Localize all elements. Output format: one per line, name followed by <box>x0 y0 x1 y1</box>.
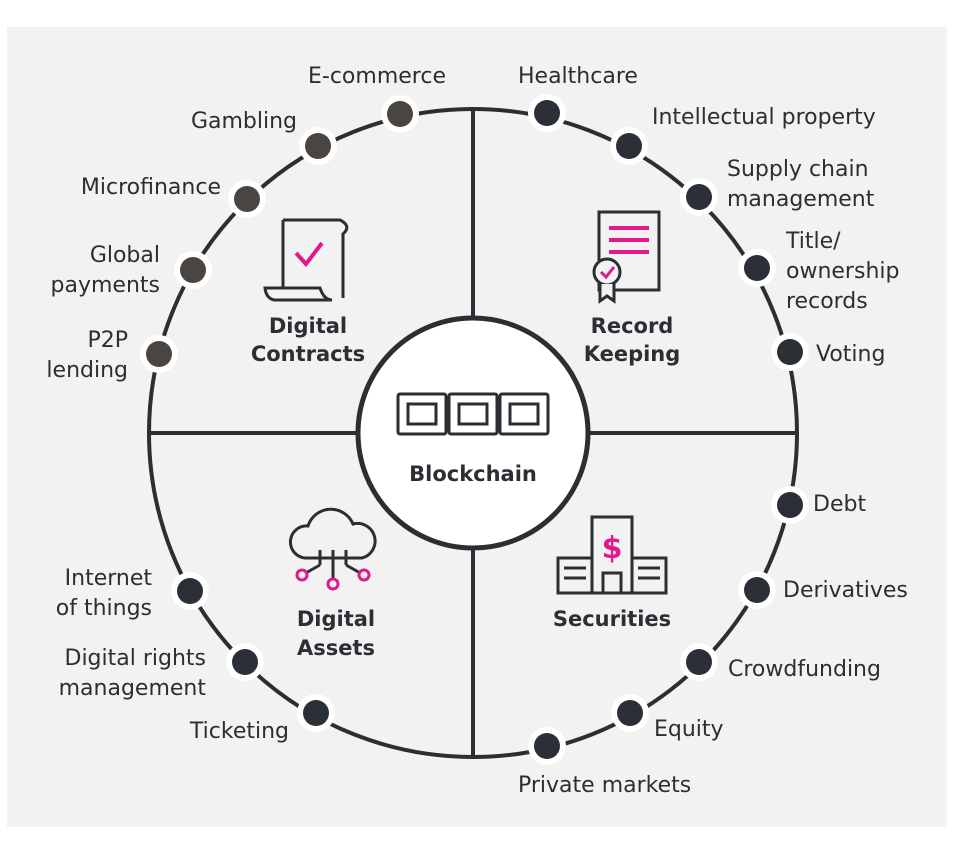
node-dot-private-markets <box>534 733 560 759</box>
node-dot-ecommerce <box>387 101 413 127</box>
certificate-icon <box>592 210 661 304</box>
quadrant-records-line2: Keeping <box>584 342 681 366</box>
node-dot-ip <box>616 133 642 159</box>
node-dot-derivatives <box>744 577 770 603</box>
node-dot-p2p <box>146 341 172 367</box>
center-label: Blockchain <box>409 462 537 486</box>
label-title-records-1: Title/ <box>785 229 841 254</box>
label-drm-2: management <box>59 676 207 701</box>
label-global-payments-2: payments <box>51 273 160 298</box>
label-supply-chain-2: management <box>727 187 875 212</box>
label-gambling: Gambling <box>191 109 297 134</box>
label-microfinance: Microfinance <box>81 175 221 200</box>
quadrant-contracts-line1: Digital <box>269 314 347 338</box>
label-private-markets: Private markets <box>518 773 691 798</box>
label-iot-1: Internet <box>65 566 153 591</box>
label-p2p-2: lending <box>46 358 128 383</box>
node-dot-debt <box>777 492 803 518</box>
node-dot-microfinance <box>234 186 260 212</box>
label-ticketing: Ticketing <box>189 719 289 744</box>
chain-links-icon <box>396 392 550 436</box>
quadrant-contracts-line2: Contracts <box>251 342 365 366</box>
label-healthcare: Healthcare <box>518 64 638 89</box>
label-voting: Voting <box>816 342 885 367</box>
node-dot-healthcare <box>534 100 560 126</box>
contract-scroll-icon <box>263 218 349 302</box>
bank-building-icon: $ <box>556 515 668 595</box>
ring-nodes <box>140 94 809 765</box>
label-p2p-1: P2P <box>87 328 128 353</box>
node-dot-ticketing <box>303 700 329 726</box>
label-drm-1: Digital rights <box>65 646 207 671</box>
label-title-records-2: ownership <box>786 259 899 284</box>
node-dot-equity <box>617 700 643 726</box>
cloud-network-icon <box>289 507 377 591</box>
label-supply-chain-1: Supply chain <box>727 157 869 182</box>
label-debt: Debt <box>813 492 866 517</box>
node-dot-crowdfunding <box>686 649 712 675</box>
quadrant-securities-label: Securities <box>553 607 671 631</box>
node-dot-global-payments <box>180 257 206 283</box>
quadrant-records-line1: Record <box>591 314 674 338</box>
node-labels: E-commerce Gambling Microfinance Global … <box>46 64 907 798</box>
label-global-payments-1: Global <box>90 243 160 268</box>
label-crowdfunding: Crowdfunding <box>728 657 881 682</box>
quadrant-assets-line2: Assets <box>297 636 375 660</box>
label-title-records-3: records <box>786 289 868 314</box>
label-equity: Equity <box>654 717 724 742</box>
svg-text:$: $ <box>602 531 623 566</box>
node-dot-supply-chain <box>686 184 712 210</box>
node-dot-iot <box>177 578 203 604</box>
label-iot-2: of things <box>56 596 152 621</box>
label-derivatives: Derivatives <box>783 578 908 603</box>
label-ip: Intellectual property <box>652 105 876 130</box>
node-dot-gambling <box>305 133 331 159</box>
node-dot-voting <box>777 339 803 365</box>
node-dot-title-records <box>744 255 770 281</box>
label-ecommerce: E-commerce <box>308 64 446 89</box>
quadrant-assets-line1: Digital <box>297 607 375 631</box>
node-dot-drm <box>232 649 258 675</box>
